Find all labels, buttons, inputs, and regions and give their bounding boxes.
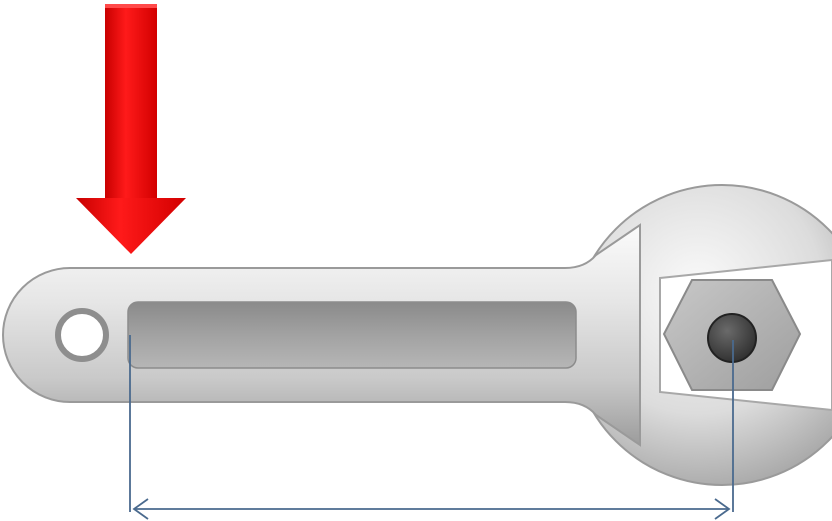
- dimension-left-arrowhead: [132, 498, 149, 520]
- force-arrow: [76, 4, 186, 254]
- wrench-handle-groove: [127, 301, 577, 369]
- lever-arm-dimension: [129, 335, 734, 520]
- bolt: [707, 313, 757, 363]
- wrench-ring-hole: [55, 308, 109, 362]
- force-arrow-shaft: [105, 7, 157, 200]
- dimension-right-arrowhead: [714, 498, 731, 520]
- force-arrow-top-highlight: [105, 4, 157, 8]
- force-arrow-head: [76, 198, 186, 254]
